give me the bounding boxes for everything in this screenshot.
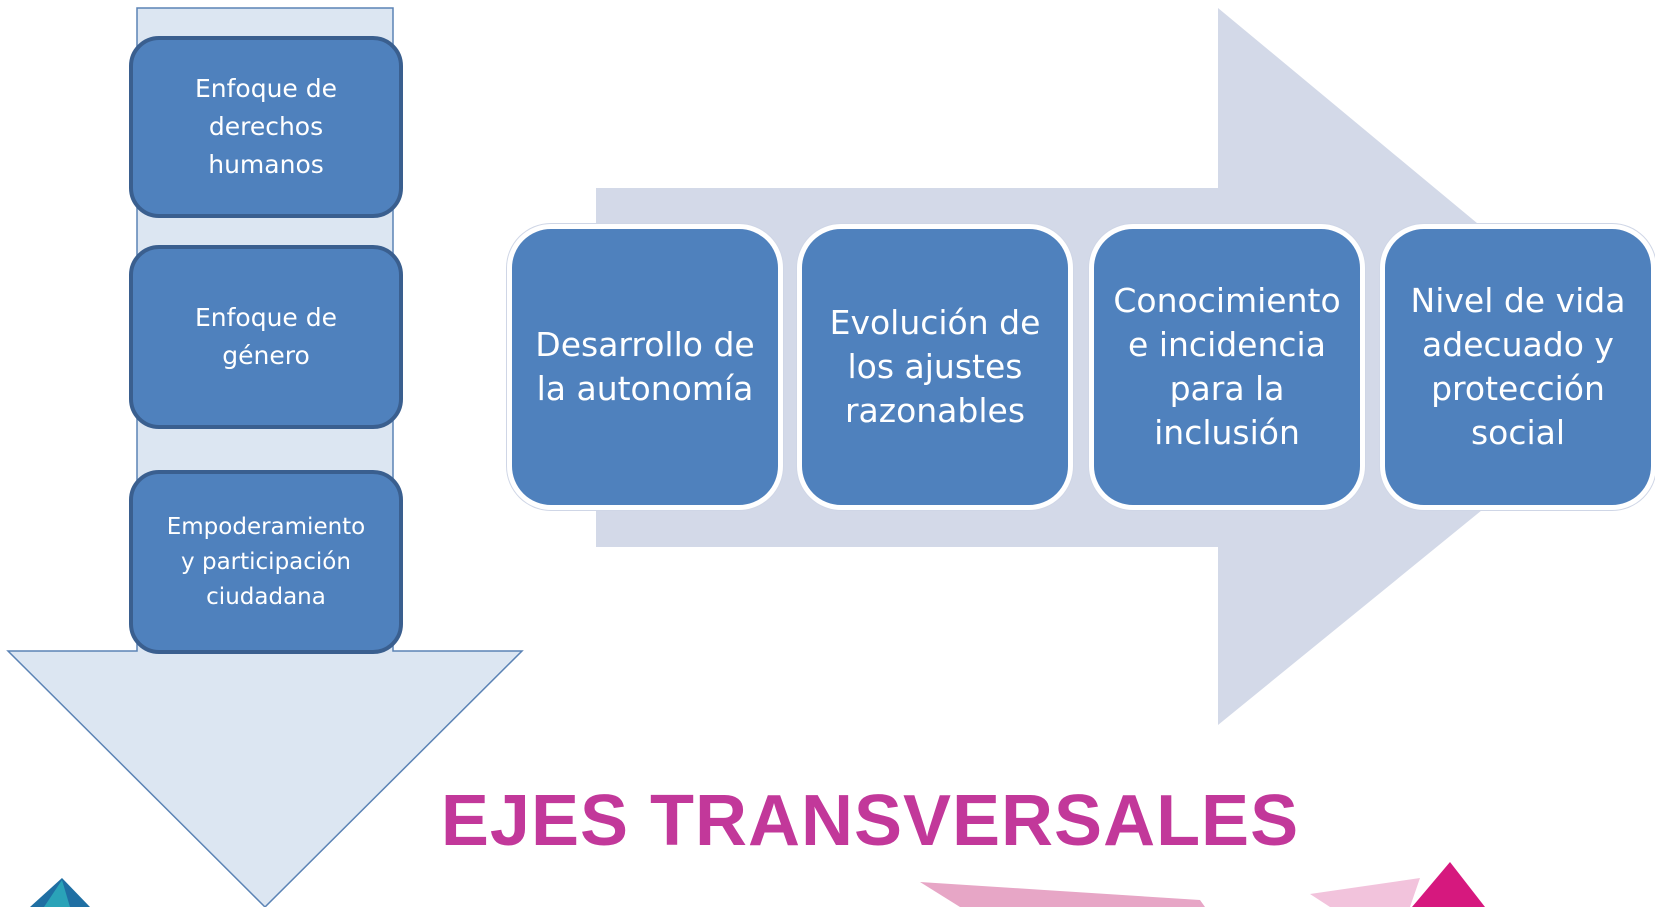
page-title: EJES TRANSVERSALES <box>440 781 1300 861</box>
pink-ribbon-right <box>1310 878 1420 907</box>
corner-decoration-pink-right <box>1412 862 1485 907</box>
horizontal-box-2-label: Evolución de los ajustes razonables <box>829 303 1041 430</box>
horizontal-box-2: Evolución de los ajustes razonables <box>797 224 1073 510</box>
horizontal-box-4: Nivel de vida adecuado y protección soci… <box>1380 224 1655 510</box>
horizontal-box-4-label: Nivel de vida adecuado y protección soci… <box>1410 281 1626 452</box>
horizontal-box-1-label: Desarrollo de la autonomía <box>535 325 755 408</box>
vertical-box-1-label: Enfoque de derechos humanos <box>194 74 338 179</box>
vertical-box-2-label: Enfoque de género <box>194 303 338 370</box>
vertical-box-3-label: Empoderamiento y participación ciudadana <box>166 513 366 610</box>
horizontal-box-3-label: Conocimiento e incidencia para la inclus… <box>1113 281 1341 452</box>
pink-ribbon-left <box>920 882 1205 907</box>
horizontal-box-3: Conocimiento e incidencia para la inclus… <box>1089 224 1365 510</box>
vertical-box-2: Enfoque de género <box>129 245 403 429</box>
vertical-box-3: Empoderamiento y participación ciudadana <box>129 470 403 654</box>
vertical-box-1: Enfoque de derechos humanos <box>129 36 403 218</box>
horizontal-box-1: Desarrollo de la autonomía <box>507 224 783 510</box>
corner-decoration-teal-left <box>44 880 70 907</box>
